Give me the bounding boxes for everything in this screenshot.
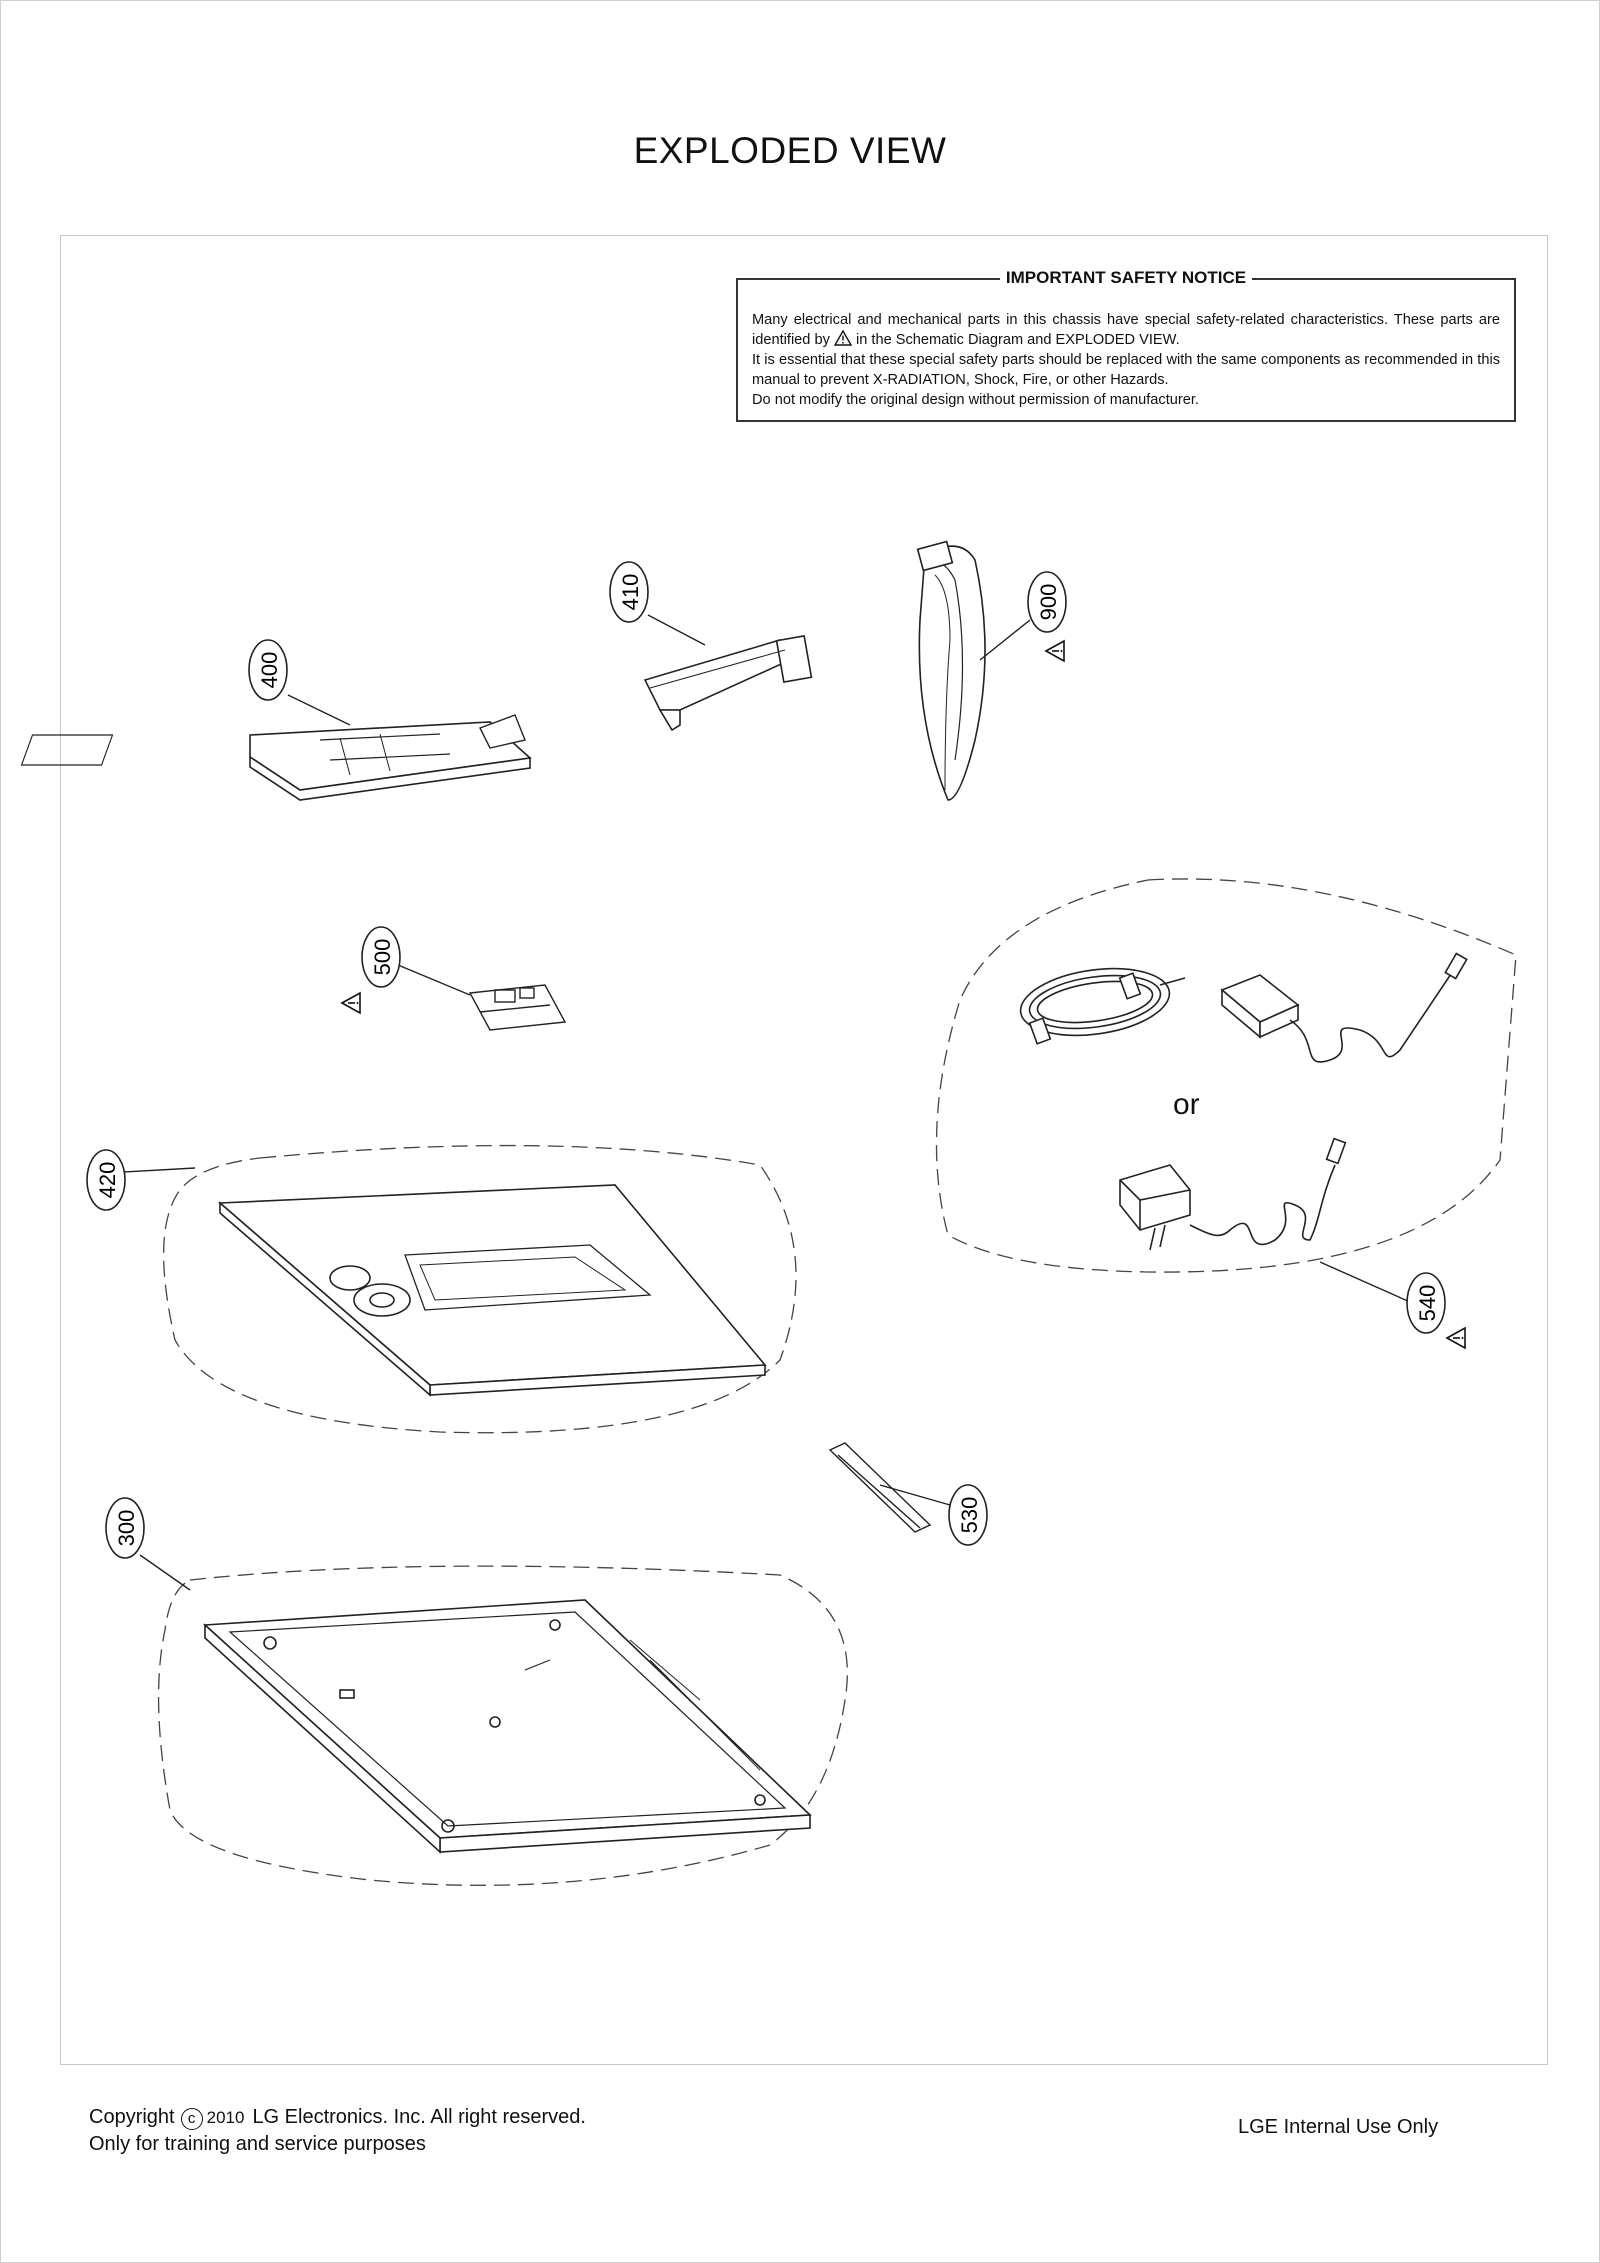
part-500-board — [468, 984, 567, 1031]
warning-icon — [1446, 1327, 1466, 1349]
copyright-icon: c — [180, 2108, 203, 2130]
footer-training-note: Only for training and service purposes — [89, 2133, 426, 2155]
part-420-dashed-group — [162, 1144, 797, 1434]
warning-icon — [1045, 640, 1065, 662]
or-text: or — [1173, 1088, 1200, 1121]
safety-notice-title: IMPORTANT SAFETY NOTICE — [999, 268, 1253, 287]
part-410-stand-neck — [643, 634, 813, 732]
warning-icon — [341, 992, 361, 1014]
notice-line1-pre: Many electrical and mechanical parts in … — [752, 312, 1500, 348]
part-label-410: 410 — [618, 574, 643, 611]
part-300-dashed-group — [157, 1565, 849, 1886]
part-400-stand-base — [20, 714, 532, 801]
safety-notice-body: Many electrical and mechanical parts in … — [752, 310, 1500, 410]
part-300-front-cabinet — [203, 1599, 812, 1854]
safety-notice-box: IMPORTANT SAFETY NOTICE Many electrical … — [736, 268, 1516, 422]
part-540-adapters — [1019, 952, 1468, 1251]
copyright-year: 2010 — [206, 2108, 245, 2127]
notice-line3: Do not modify the original design withou… — [752, 392, 1199, 408]
part-420-back-panel — [217, 1184, 767, 1397]
page-title: EXPLODED VIEW — [633, 130, 947, 171]
part-label-420: 420 — [95, 1162, 120, 1199]
part-900-back-cover — [916, 540, 986, 801]
warning-icon — [833, 330, 852, 346]
part-label-300: 300 — [114, 1510, 139, 1547]
notice-line2: It is essential that these special safet… — [752, 352, 1500, 388]
part-label-500: 500 — [370, 939, 395, 976]
part-label-400: 400 — [257, 652, 282, 689]
copyright-company: LG Electronics. Inc. All right reserved. — [252, 2106, 586, 2128]
diagram-frame — [60, 235, 1548, 2065]
part-label-540: 540 — [1415, 1285, 1440, 1322]
part-label-530: 530 — [957, 1497, 982, 1534]
part-530-small-part — [828, 1442, 932, 1533]
part-540-dashed-group — [935, 878, 1517, 1273]
footer-internal-use: LGE Internal Use Only — [1238, 2116, 1439, 2138]
notice-line1-post: in the Schematic Diagram and EXPLODED VI… — [856, 332, 1180, 348]
copyright-word: Copyright — [89, 2106, 175, 2128]
part-label-900: 900 — [1036, 584, 1061, 621]
